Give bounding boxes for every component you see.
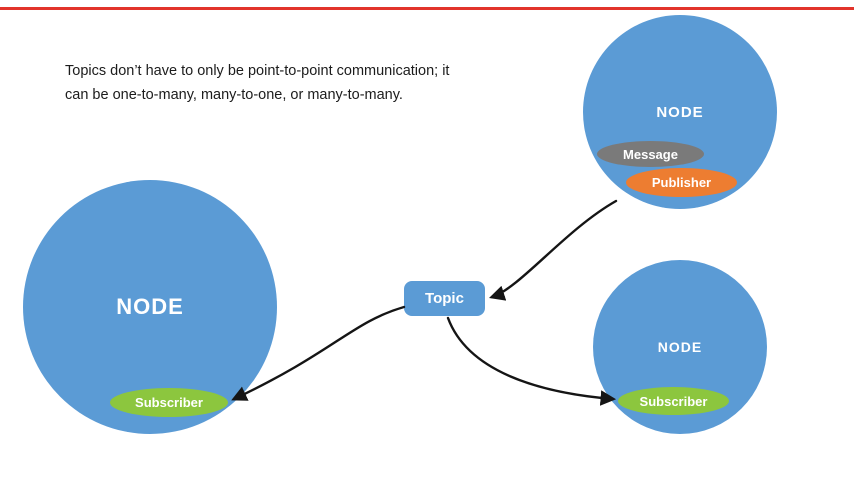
subscriber-right-pill: Subscriber [618, 387, 729, 415]
topic-label: Topic [425, 290, 464, 307]
caption-text: Topics don’t have to only be point-to-po… [65, 60, 505, 108]
caption-line-2: can be one-to-many, many-to-one, or many… [65, 86, 403, 103]
message-label: Message [623, 146, 678, 162]
publisher-pill: Publisher [626, 168, 737, 197]
publisher-label: Publisher [651, 175, 712, 190]
message-pill: Message [597, 141, 704, 167]
node-top-right-label: NODE [656, 103, 704, 121]
node-left-label: NODE [116, 294, 184, 319]
arrow-publisher-to-topic [489, 199, 618, 301]
caption-line-1: Topics don’t have to only be point-to-po… [65, 63, 450, 79]
top-red-line [0, 7, 854, 10]
subscriber-left-label: Subscriber [135, 395, 203, 410]
node-bottom-right-label: NODE [657, 339, 703, 355]
subscriber-left-pill: Subscriber [110, 388, 228, 417]
subscriber-right-label: Subscriber [639, 393, 708, 409]
topic-box: Topic [404, 281, 485, 316]
arrow-topic-to-right-subscriber [446, 316, 617, 406]
